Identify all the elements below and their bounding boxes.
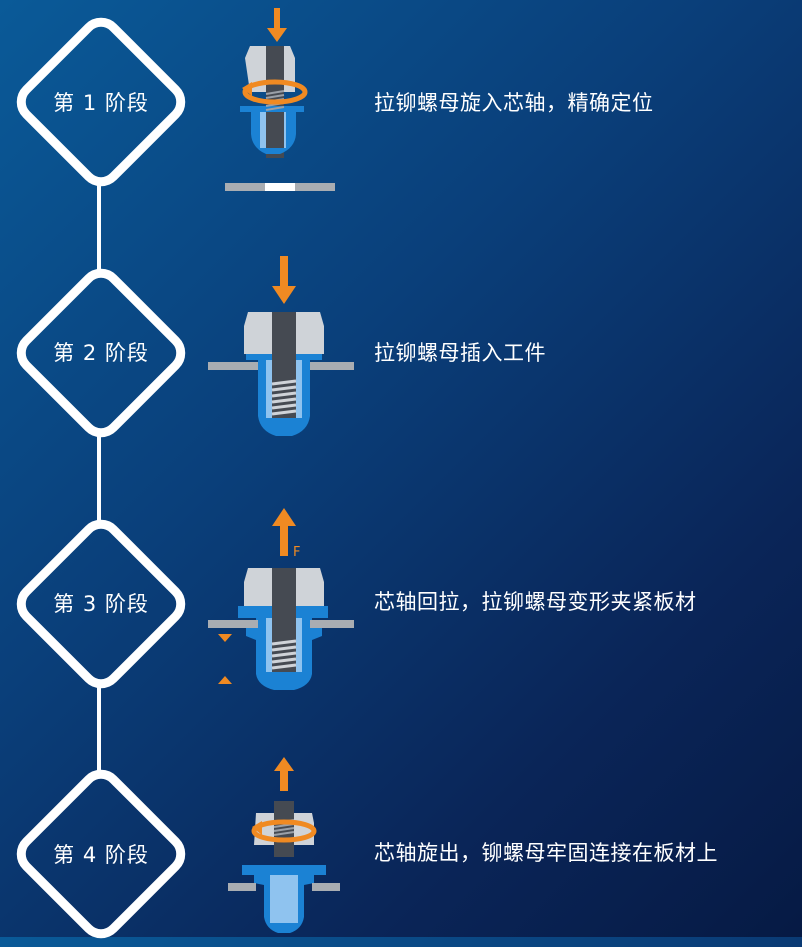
stage-4-illustration	[228, 757, 340, 933]
stage-3-label: 第 3 阶段	[53, 592, 149, 616]
stage-1-illustration	[225, 8, 335, 191]
timeline-connector-3-4	[97, 680, 101, 775]
pull-up-arrow	[274, 757, 294, 791]
stage-1-description: 拉铆螺母旋入芯轴，精确定位	[374, 91, 654, 115]
stage-1-label: 第 1 阶段	[53, 91, 149, 115]
stage-4-description: 芯轴旋出，铆螺母牢固连接在板材上	[374, 841, 718, 865]
stage-3-description: 芯轴回拉，拉铆螺母变形夹紧板材	[374, 590, 697, 614]
force-label: F	[293, 545, 300, 560]
compress-arrow-up	[218, 676, 232, 684]
stage-4-label: 第 4 阶段	[53, 843, 149, 867]
timeline-connector-2-3	[97, 430, 101, 525]
timeline-connector-1-2	[97, 180, 101, 275]
stage-2-description: 拉铆螺母插入工件	[374, 341, 546, 365]
compress-arrow-down	[218, 634, 232, 642]
stage-2-illustration	[208, 256, 354, 436]
stage-3-illustration: F	[208, 508, 354, 690]
stage-2-label: 第 2 阶段	[53, 341, 149, 365]
push-down-arrow	[272, 256, 296, 304]
push-down-arrow	[267, 8, 287, 42]
pull-up-arrow	[272, 508, 296, 556]
